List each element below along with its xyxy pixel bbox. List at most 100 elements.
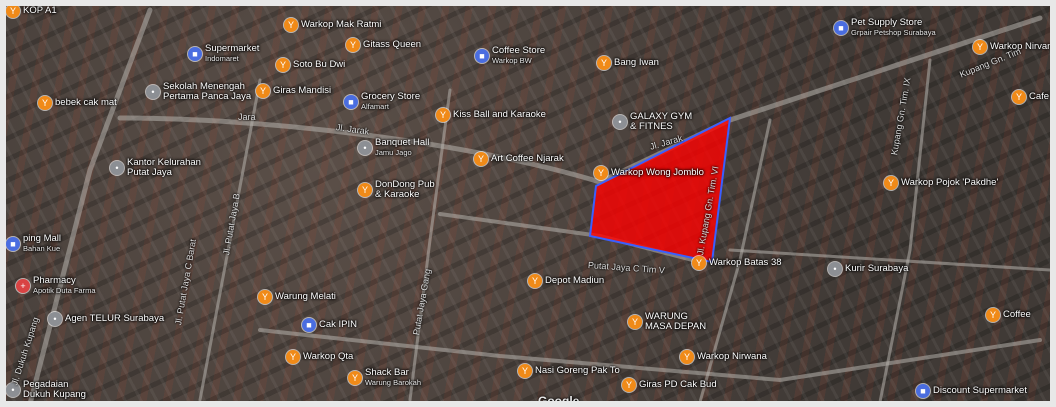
poi-label: Kurir Surabaya bbox=[845, 263, 909, 274]
restaurant-icon: Y bbox=[346, 38, 360, 52]
poi-label: bebek cak mat bbox=[55, 97, 117, 108]
selected-area-polygon[interactable] bbox=[588, 116, 732, 264]
google-watermark: Google bbox=[538, 394, 580, 407]
store-icon: ■ bbox=[6, 237, 20, 251]
poi-sublabel: Warkop BW bbox=[492, 56, 532, 65]
poi-label: Soto Bu Dwi bbox=[293, 59, 346, 70]
poi-label: Warkop Nirwana bbox=[697, 351, 767, 362]
road-jl-jarak bbox=[117, 15, 1043, 185]
poi-discount-supermarket[interactable]: ■Discount Supermarket bbox=[916, 384, 1027, 398]
poi-label: Kiss Ball and Karaoke bbox=[453, 109, 546, 120]
store-icon: ■ bbox=[344, 95, 358, 109]
street-label: Jara bbox=[238, 112, 256, 122]
place-icon: • bbox=[613, 115, 627, 129]
poi-agen-telur[interactable]: •Agen TELUR Surabaya bbox=[48, 312, 164, 326]
restaurant-icon: Y bbox=[286, 350, 300, 364]
poi-label: Nasi Goreng Pak To bbox=[535, 365, 620, 376]
restaurant-icon: Y bbox=[358, 183, 372, 197]
poi-sublabel: Alfamart bbox=[361, 102, 389, 111]
store-icon: ■ bbox=[834, 21, 848, 35]
poi-label: Giras Mandisi bbox=[273, 85, 332, 96]
road-vertical-mid2 bbox=[408, 88, 452, 402]
poi-label: Bang Iwan bbox=[614, 57, 659, 68]
place-icon: • bbox=[6, 383, 20, 397]
poi-label: Warkop Pojok 'Pakdhe' bbox=[901, 177, 999, 188]
poi-sublabel: Indomaret bbox=[205, 54, 239, 63]
poi-label: Art Coffee Njarak bbox=[491, 153, 564, 164]
road-network bbox=[27, 7, 1052, 407]
poi-label: Warkop Batas 38 bbox=[709, 257, 782, 268]
poi-galaxy-gym[interactable]: •GALAXY GYM& FITNES bbox=[613, 112, 692, 132]
store-icon: ■ bbox=[302, 318, 316, 332]
road-vertical-right2 bbox=[878, 58, 932, 404]
restaurant-icon: Y bbox=[474, 152, 488, 166]
restaurant-icon: Y bbox=[680, 350, 694, 364]
road-east bbox=[728, 248, 1052, 272]
poi-kurir-surabaya[interactable]: •Kurir Surabaya bbox=[828, 262, 908, 276]
restaurant-icon: Y bbox=[258, 290, 272, 304]
restaurant-icon: Y bbox=[436, 108, 450, 122]
poi-sublabel: Bahan Kue bbox=[23, 244, 61, 253]
restaurant-icon: Y bbox=[6, 4, 20, 18]
restaurant-icon: Y bbox=[38, 96, 52, 110]
poi-cak-ipin[interactable]: ■Cak IPIN bbox=[302, 318, 357, 332]
poi-label: Gitass Queen bbox=[363, 39, 422, 50]
poi-label: Cafe G bbox=[1029, 91, 1056, 102]
restaurant-icon: Y bbox=[692, 256, 706, 270]
poi-label: Warkop Nirvana bbox=[990, 41, 1056, 52]
restaurant-icon: Y bbox=[628, 315, 642, 329]
restaurant-icon: Y bbox=[597, 56, 611, 70]
poi-sublabel: Apotik Duta Farma bbox=[33, 286, 96, 295]
restaurant-icon: Y bbox=[256, 84, 270, 98]
poi-label: Cak IPIN bbox=[319, 319, 358, 330]
poi-label: Giras PD Cak Bud bbox=[639, 379, 717, 390]
poi-label: KOP A1 bbox=[23, 5, 57, 16]
place-icon: • bbox=[48, 312, 62, 326]
store-icon: ■ bbox=[188, 47, 202, 61]
